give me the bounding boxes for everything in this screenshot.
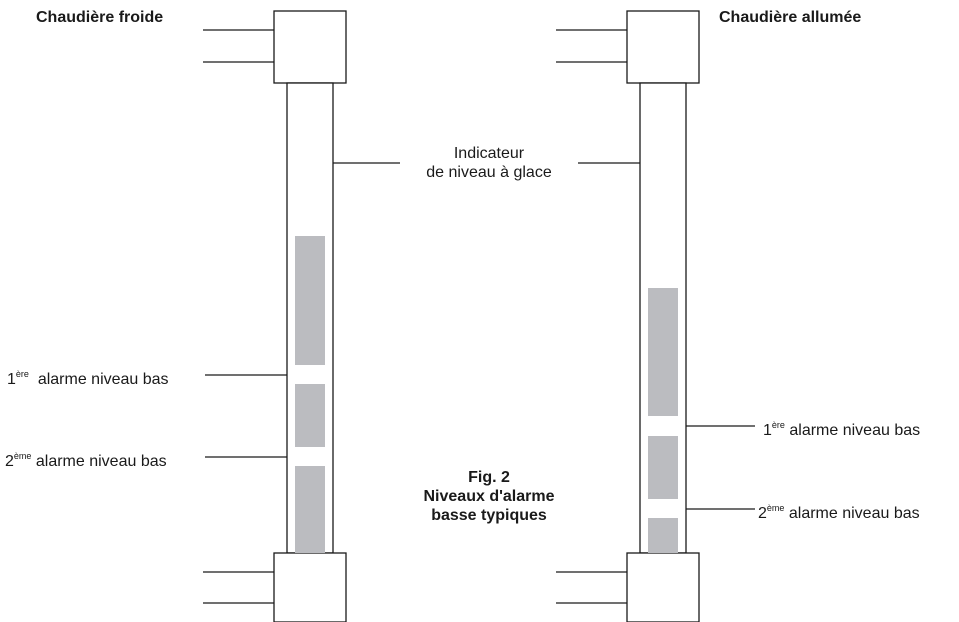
left-alarm1-sup: ère [15, 369, 29, 379]
left-water-segment-1 [295, 236, 325, 365]
right-water-segment-3 [648, 518, 678, 553]
right-alarm2-label: 2ème alarme niveau bas [758, 499, 920, 523]
left-alarm2-text: alarme niveau bas [35, 453, 167, 470]
right-alarm1-label: 1ère alarme niveau bas [763, 416, 920, 440]
indicator-label: Indicateur de niveau à glace [400, 144, 578, 182]
figure-caption-line3: basse typiques [431, 507, 547, 524]
left-gauge [203, 10, 347, 622]
left-alarm2-label: 2ème alarme niveau bas [5, 447, 167, 471]
left-alarm1-label: 1ère alarme niveau bas [7, 365, 169, 389]
right-alarm1-num: 1 [763, 422, 772, 439]
right-water-segment-2 [648, 436, 678, 499]
figure-caption: Fig. 2 Niveaux d'alarme basse typiques [400, 468, 578, 525]
right-bottom-valve [626, 552, 700, 622]
left-water-segment-2 [295, 384, 325, 447]
left-alarm2-num: 2 [5, 453, 14, 470]
left-bottom-valve [273, 552, 347, 622]
left-alarm2-sup: ème [13, 451, 32, 461]
right-panel-title: Chaudière allumée [719, 9, 862, 26]
right-alarm1-sup: ère [771, 420, 785, 430]
right-alarm2-sup: ème [766, 503, 785, 513]
left-water-segment-3 [295, 466, 325, 553]
right-top-valve [626, 10, 700, 84]
left-top-valve [273, 10, 347, 84]
figure-caption-line2: Niveaux d'alarme [423, 488, 555, 505]
left-alarm1-num: 1 [7, 371, 16, 388]
left-panel-title: Chaudière froide [36, 9, 164, 26]
indicator-label-line1: Indicateur [453, 145, 525, 162]
right-alarm1-text: alarme niveau bas [789, 422, 921, 439]
right-water-segment-1 [648, 288, 678, 416]
right-alarm2-text: alarme niveau bas [788, 505, 920, 522]
figure-caption-line1: Fig. 2 [468, 469, 510, 486]
right-alarm2-num: 2 [758, 505, 767, 522]
indicator-label-line2: de niveau à glace [426, 164, 552, 181]
left-alarm1-text: alarme niveau bas [37, 371, 169, 388]
